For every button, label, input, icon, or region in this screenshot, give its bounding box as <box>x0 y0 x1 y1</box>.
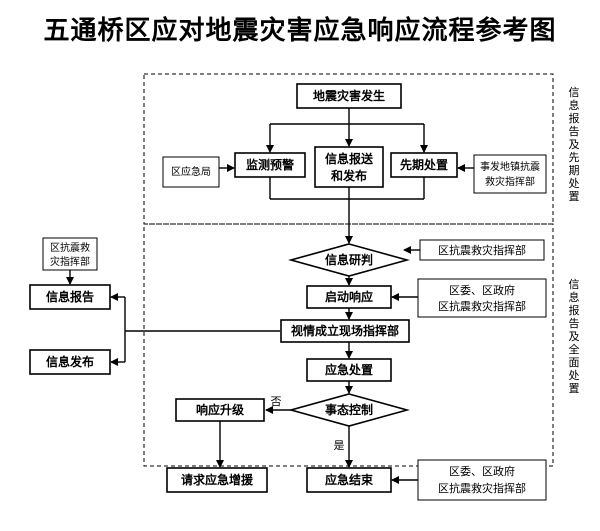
svg-text:和发布: 和发布 <box>330 168 367 183</box>
label-no: 否 <box>271 395 282 408</box>
svg-text:响应升级: 响应升级 <box>196 402 244 417</box>
node-gov-hq-c: 区委、区政府 区抗震救灾指挥部 <box>417 459 547 501</box>
node-district-bureau: 区应急局 <box>162 156 220 188</box>
svg-text:视情成立现场指挥部: 视情成立现场指挥部 <box>291 323 399 338</box>
node-request-help: 请求应急增援 <box>166 467 268 493</box>
node-judge: 信息研判 <box>287 243 411 277</box>
svg-text:请求应急增援: 请求应急增援 <box>181 472 254 487</box>
node-end: 应急结束 <box>306 467 392 493</box>
svg-text:监测预警: 监测预警 <box>246 157 294 172</box>
node-upgrade: 响应升级 <box>175 398 265 422</box>
side-label-bottom: 信息报告及全面处置 <box>569 278 580 395</box>
node-district-hq-a: 区抗震救灾指挥部 <box>419 239 545 261</box>
node-quake: 地震灾害发生 <box>296 83 402 109</box>
svg-text:区抗震救灾指挥部: 区抗震救灾指挥部 <box>438 243 526 257</box>
node-start-response: 启动响应 <box>306 285 392 309</box>
svg-text:事发地镇抗震: 事发地镇抗震 <box>480 160 540 173</box>
side-label-top: 信息报告及先期处置 <box>569 86 580 203</box>
svg-text:区应急局: 区应急局 <box>171 165 211 178</box>
node-left-hq: 区抗震救 灾指挥部 <box>42 237 98 271</box>
label-yes: 是 <box>334 439 345 452</box>
svg-text:救灾指挥部: 救灾指挥部 <box>485 175 535 188</box>
node-town-hq: 事发地镇抗震 救灾指挥部 <box>473 154 547 194</box>
node-field-hq: 视情成立现场指挥部 <box>280 319 410 343</box>
svg-text:应急处置: 应急处置 <box>325 362 373 377</box>
node-report-send: 信息报送 和发布 <box>314 146 384 188</box>
node-monitor: 监测预警 <box>234 152 306 178</box>
node-emergency-handle: 应急处置 <box>306 358 392 382</box>
node-info-publish: 信息发布 <box>29 349 111 375</box>
svg-text:区抗震救灾指挥部: 区抗震救灾指挥部 <box>438 299 526 313</box>
svg-text:先期处置: 先期处置 <box>400 157 448 172</box>
svg-text:区委、区政府: 区委、区政府 <box>449 464 515 478</box>
node-control: 事态控制 <box>287 393 411 427</box>
svg-text:地震灾害发生: 地震灾害发生 <box>313 88 385 103</box>
svg-text:应急结束: 应急结束 <box>325 472 374 487</box>
svg-text:事态控制: 事态控制 <box>325 402 373 417</box>
svg-text:灾指挥部: 灾指挥部 <box>50 255 90 268</box>
svg-text:信息报送: 信息报送 <box>325 151 374 166</box>
svg-text:启动响应: 启动响应 <box>325 289 373 304</box>
node-info-report: 信息报告 <box>29 284 111 310</box>
svg-text:信息发布: 信息发布 <box>46 354 94 369</box>
svg-text:区委、区政府: 区委、区政府 <box>449 283 515 297</box>
page-title: 五通桥区应对地震灾害应急响应流程参考图 <box>43 16 557 46</box>
svg-text:区抗震救: 区抗震救 <box>50 241 90 254</box>
node-gov-hq-b: 区委、区政府 区抗震救灾指挥部 <box>417 278 547 318</box>
svg-text:信息研判: 信息研判 <box>325 252 373 267</box>
svg-text:区抗震救灾指挥部: 区抗震救灾指挥部 <box>438 481 526 495</box>
node-early-handle: 先期处置 <box>390 152 458 178</box>
svg-text:信息报告: 信息报告 <box>46 289 94 304</box>
